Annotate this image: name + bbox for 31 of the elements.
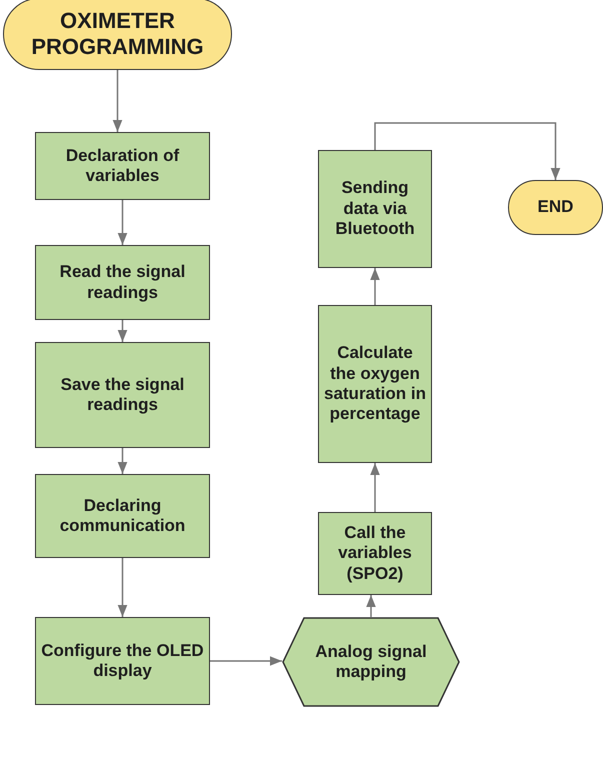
arrow: [374, 122, 560, 180]
node-label: Call the variables (SPO2): [337, 522, 413, 584]
node-label: Save the signal readings: [60, 374, 186, 416]
node-label: Analog signal mapping: [314, 642, 428, 682]
node-label: Configure the OLED display: [40, 640, 205, 682]
process-box: [318, 150, 432, 268]
arrow: [112, 70, 122, 132]
preparation-hexagon: [282, 617, 460, 707]
arrow: [118, 200, 128, 245]
terminal-pill: [508, 180, 603, 235]
process-box: [35, 342, 210, 448]
process-box: [35, 132, 210, 200]
node-label: END: [538, 197, 574, 218]
arrow: [118, 320, 128, 342]
arrow: [370, 463, 380, 512]
node-label: Declaring communication: [58, 496, 186, 536]
node-label: Sending data via Bluetooth: [334, 178, 416, 240]
arrow: [366, 595, 376, 617]
node-label: Declaration of variables: [64, 146, 180, 186]
process-box: [35, 245, 210, 320]
arrow: [118, 558, 128, 617]
process-box: [318, 305, 432, 463]
node-label: Read the signal readings: [58, 262, 186, 303]
arrow: [118, 448, 128, 474]
arrow: [370, 268, 380, 305]
process-box: [35, 474, 210, 558]
process-box: [35, 617, 210, 705]
node-label: Calculate the oxygen saturation in percentage: [323, 343, 427, 425]
process-box: [318, 512, 432, 595]
arrow: [210, 656, 282, 666]
node-label: OXIMETER PROGRAMMING: [30, 8, 205, 60]
